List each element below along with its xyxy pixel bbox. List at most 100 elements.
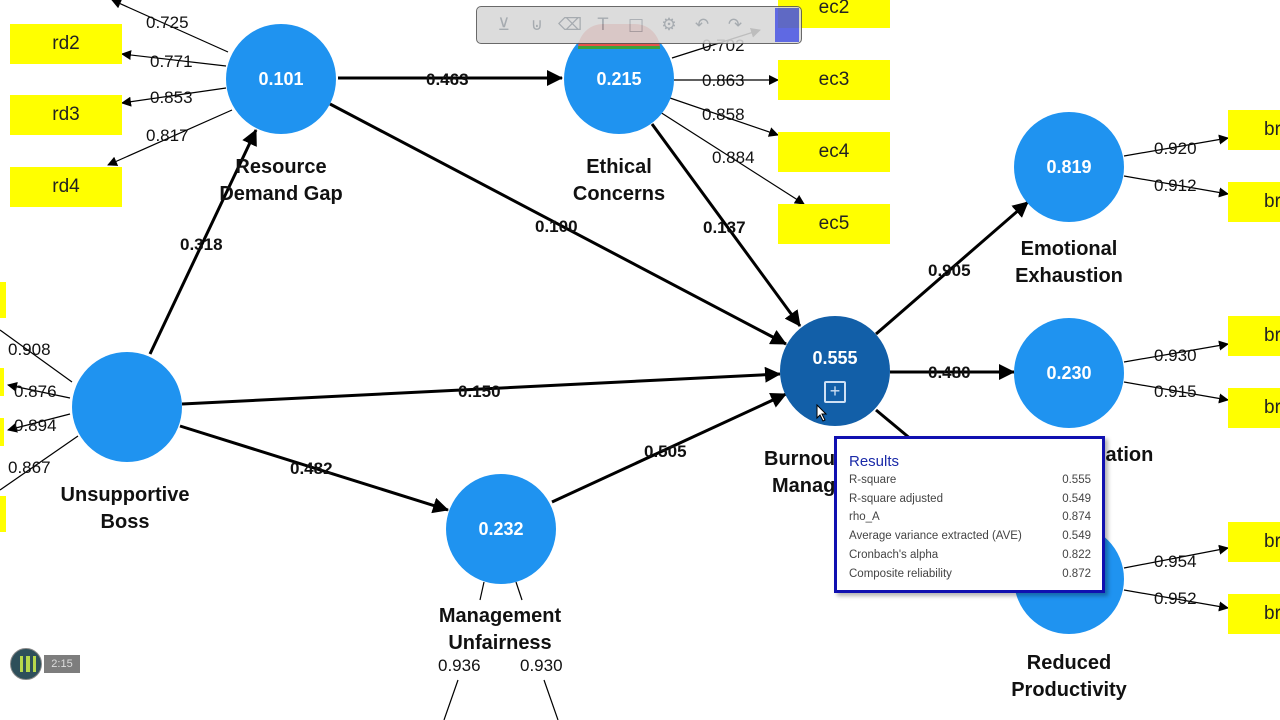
rectangle-icon[interactable]: □ bbox=[627, 15, 645, 35]
loading-ub2: 0.876 bbox=[14, 382, 57, 401]
loading-arrow-ub1 bbox=[0, 329, 73, 383]
label-line: Resource bbox=[235, 156, 327, 178]
indicator-br-2[interactable]: br bbox=[1228, 182, 1280, 222]
results-row-label: R-square adjusted bbox=[849, 493, 943, 505]
indicator-br-4[interactable]: br bbox=[1228, 388, 1280, 428]
results-row-value: 0.549 bbox=[1062, 530, 1091, 542]
indicator-ec4[interactable]: ec4 bbox=[778, 132, 890, 172]
mouse-cursor-icon bbox=[816, 404, 828, 422]
indicator-rd4[interactable]: rd4 bbox=[10, 167, 122, 207]
loading-arrow-rd2 bbox=[121, 50, 227, 67]
label-line: Demand Gap bbox=[219, 183, 343, 205]
path-coef-ub-rdg: 0.318 bbox=[180, 235, 223, 254]
loading-ee2: 0.912 bbox=[1154, 176, 1197, 195]
results-row: R-square adjusted 0.549 bbox=[849, 493, 1091, 505]
indicator-br-1[interactable]: br bbox=[1228, 110, 1280, 150]
path-coef-burnout-dp: 0.480 bbox=[928, 363, 971, 382]
loading-arrow-ec4 bbox=[669, 97, 779, 137]
undo-icon[interactable]: ↶ bbox=[694, 15, 710, 35]
indicator-ec3[interactable]: ec3 bbox=[778, 60, 890, 100]
select-icon[interactable]: ⊻ bbox=[497, 15, 511, 35]
loading-arrow-ub3 bbox=[7, 413, 71, 433]
select-alt-icon[interactable]: ⊍ bbox=[530, 15, 544, 35]
text-icon[interactable]: T bbox=[597, 15, 609, 35]
latent-management-unfairness[interactable]: 0.232 bbox=[446, 474, 556, 584]
results-popup: Results R-square 0.555 R-square adjusted… bbox=[834, 436, 1105, 593]
loading-arrow-mu3 bbox=[443, 679, 459, 720]
indicator-rd2[interactable]: rd2 bbox=[10, 24, 122, 64]
results-row-label: rho_A bbox=[849, 511, 880, 523]
indicator-ub-1[interactable] bbox=[0, 282, 6, 318]
latent-unsupportive-boss[interactable] bbox=[72, 352, 182, 462]
recording-time: 2:15 bbox=[44, 655, 80, 673]
results-row-value: 0.872 bbox=[1062, 568, 1091, 580]
label-burnout: Burnou Manag bbox=[764, 446, 844, 500]
path-arrow-rdg-burnout bbox=[329, 102, 787, 346]
label-depersonalization: ization bbox=[1090, 444, 1154, 466]
burnout-r2-value: 0.555 bbox=[812, 347, 858, 368]
loading-arrow-mu4 bbox=[543, 679, 559, 720]
path-coef-rdg-ec: 0.463 bbox=[426, 70, 469, 89]
loading-ec4: 0.858 bbox=[702, 105, 745, 124]
loading-arrow-dp2 bbox=[1123, 381, 1229, 404]
results-row-value: 0.549 bbox=[1062, 493, 1091, 505]
latent-depersonalization[interactable]: 0.230 bbox=[1014, 318, 1124, 428]
results-row-value: 0.822 bbox=[1062, 549, 1091, 561]
latent-resource-demand-gap[interactable]: 0.101 bbox=[226, 24, 336, 134]
results-row-value: 0.874 bbox=[1062, 511, 1091, 523]
results-row-label: Cronbach's alpha bbox=[849, 549, 939, 561]
loading-arrow-rp2 bbox=[1123, 589, 1229, 612]
label-line: Ethical bbox=[586, 156, 652, 178]
indicator-br-5[interactable]: br bbox=[1228, 522, 1280, 562]
loading-arrow-ee2 bbox=[1123, 175, 1229, 198]
loading-arrow-dp1 bbox=[1123, 340, 1229, 363]
loading-mu1: 0.936 bbox=[438, 656, 481, 675]
path-arrow-burnout-ee bbox=[875, 200, 1029, 336]
results-row-label: Average variance extracted (AVE) bbox=[849, 530, 1022, 542]
results-row: R-square 0.555 bbox=[849, 474, 1091, 486]
indicator-ub-2[interactable] bbox=[0, 368, 4, 396]
redo-icon[interactable]: ↷ bbox=[727, 15, 743, 35]
path-arrow-ec-burnout bbox=[650, 123, 802, 327]
label-line: Productivity bbox=[1011, 679, 1127, 701]
color-swatch[interactable] bbox=[775, 8, 799, 42]
label-line: Concerns bbox=[572, 183, 666, 205]
indicator-br-3[interactable]: br bbox=[1228, 316, 1280, 356]
label-line: Boss bbox=[100, 511, 150, 533]
results-title: Results bbox=[849, 453, 900, 470]
label-line: Emotional bbox=[1020, 238, 1118, 260]
loading-rd2: 0.771 bbox=[150, 52, 193, 71]
settings-icon[interactable]: ⚙ bbox=[661, 15, 677, 35]
recorder-logo-icon bbox=[10, 648, 42, 680]
path-coef-burnout-ee: 0.905 bbox=[928, 261, 971, 280]
results-row: Composite reliability 0.872 bbox=[849, 568, 1091, 580]
latent-burnout-selected[interactable]: 0.555 + bbox=[780, 316, 890, 426]
label-line: Unfairness bbox=[448, 632, 552, 654]
path-coef-ec-burnout: 0.137 bbox=[703, 218, 746, 237]
label-line: Exhaustion bbox=[1015, 265, 1123, 287]
loading-mu2: 0.930 bbox=[520, 656, 563, 675]
loading-arrow-rp1 bbox=[1123, 544, 1229, 569]
loading-dp1: 0.930 bbox=[1154, 346, 1197, 365]
eraser-icon[interactable]: ⌫ bbox=[557, 15, 583, 35]
indicator-rd3[interactable]: rd3 bbox=[10, 95, 122, 135]
path-coef-ub-burnout: 0.150 bbox=[458, 382, 501, 401]
indicator-br-6[interactable]: br bbox=[1228, 594, 1280, 634]
latent-emotional-exhaustion[interactable]: 0.819 bbox=[1014, 112, 1124, 222]
path-arrow-burnout-rp bbox=[875, 408, 913, 442]
label-emotional-exhaustion: Emotional Exhaustion bbox=[984, 236, 1154, 290]
loading-arrow-ee1 bbox=[1123, 134, 1229, 157]
label-resource-demand-gap: Resource Demand Gap bbox=[196, 154, 366, 208]
label-management-unfairness: Management Unfairness bbox=[412, 603, 588, 657]
expand-icon[interactable]: + bbox=[824, 380, 846, 403]
path-arrow-ub-mu bbox=[179, 424, 449, 514]
indicator-ub-3[interactable] bbox=[0, 418, 4, 446]
loading-rp1: 0.954 bbox=[1154, 552, 1197, 571]
indicator-ec5[interactable]: ec5 bbox=[778, 204, 890, 244]
indicator-ub-4[interactable] bbox=[0, 496, 6, 532]
label-unsupportive-boss: Unsupportive Boss bbox=[40, 482, 210, 536]
loading-arrow-rd4 bbox=[107, 109, 233, 166]
path-coef-mu-burnout: 0.505 bbox=[644, 442, 687, 461]
loading-ub3: 0.894 bbox=[14, 416, 57, 435]
